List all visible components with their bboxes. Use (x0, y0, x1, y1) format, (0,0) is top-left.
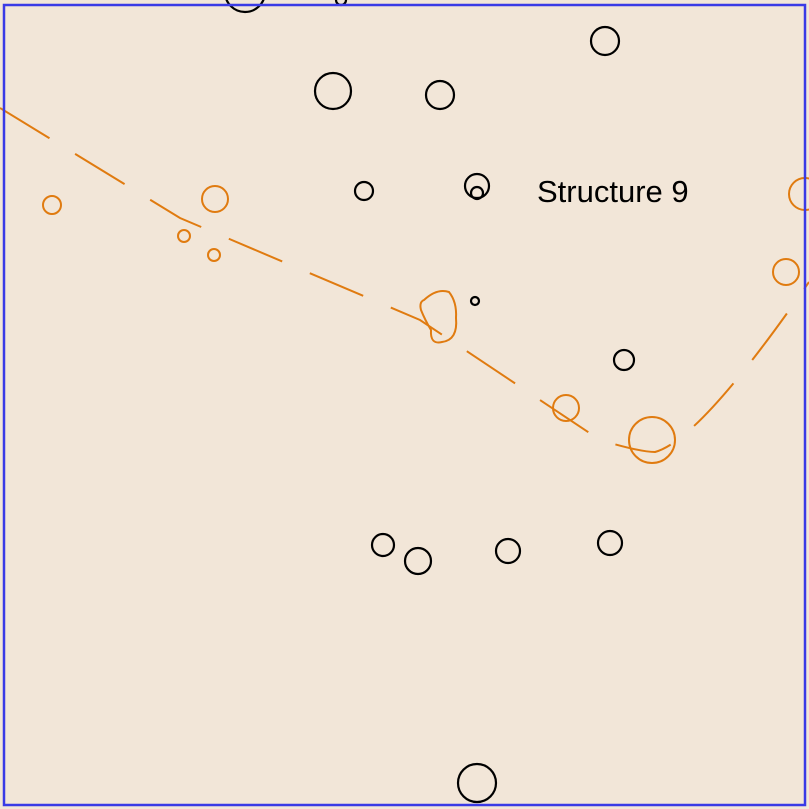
posthole (596, 529, 624, 557)
orange-features (42, 177, 809, 464)
posthole (313, 71, 353, 111)
feature-pit (772, 258, 800, 286)
posthole (612, 348, 636, 372)
feature-pit (552, 394, 580, 422)
posthole (353, 180, 375, 202)
irregular-feature (419, 290, 458, 344)
map-frame (2, 3, 807, 807)
posthole (589, 25, 621, 57)
posthole (469, 295, 481, 307)
feature-pit (628, 416, 676, 464)
posthole (456, 762, 498, 804)
structure-label: Structure 9 (537, 174, 689, 209)
posthole (469, 185, 485, 201)
posthole (494, 537, 522, 565)
posthole (424, 79, 456, 111)
posthole (225, 0, 265, 14)
gully-dashed-line (0, 107, 809, 454)
feature-pit (177, 229, 191, 243)
feature-pit (42, 195, 62, 215)
feature-pit (207, 248, 221, 262)
posthole (370, 532, 396, 558)
posthole (403, 546, 433, 576)
feature-pit (201, 185, 229, 213)
